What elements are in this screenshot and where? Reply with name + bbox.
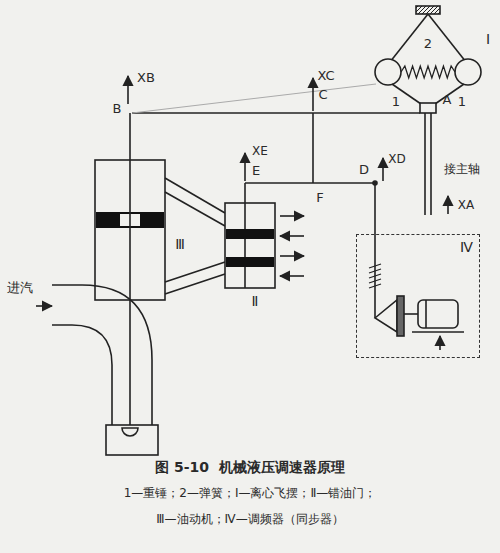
oil-pipe [165, 262, 225, 282]
thread-stroke [369, 274, 381, 278]
point-label: D [359, 163, 369, 177]
screw-thread [369, 264, 381, 288]
motor [418, 300, 458, 328]
displacement-symbol: XA [458, 199, 474, 212]
oil-pipe [165, 192, 225, 226]
displacement-symbol: XC [317, 69, 334, 83]
oil-pipe [165, 178, 225, 213]
motor-shaft [404, 313, 418, 315]
part-number: Ⅲ [175, 237, 185, 252]
weight-ball [375, 59, 401, 85]
steam-pipe [52, 285, 152, 425]
part-number: Ⅰ [486, 32, 490, 47]
motion-arrow [447, 196, 449, 214]
note-text: 接主轴 [444, 163, 480, 176]
lever [245, 182, 375, 184]
steam-valve-body [106, 425, 158, 455]
thread-stroke [369, 269, 381, 273]
motor-line [425, 300, 427, 328]
valve-disc [122, 428, 138, 436]
spool-land [226, 257, 274, 267]
point-label: E [252, 164, 260, 178]
displacement-symbol: XD [388, 153, 405, 166]
legend-line: Ⅲ—油动机；Ⅳ—调频器（同步器） [156, 513, 343, 526]
pivot-support [416, 6, 440, 14]
motion-arrow [244, 153, 246, 181]
gear-disk [397, 296, 404, 336]
point-label: C [318, 88, 327, 102]
steam-arrow [36, 305, 52, 307]
part-number: Ⅱ [252, 294, 259, 309]
point-label: A [443, 93, 452, 107]
weight-ball [455, 59, 481, 85]
bevel-gear [375, 300, 397, 332]
oil-pipe [165, 274, 225, 294]
input-arrow [439, 336, 441, 350]
sleeve [420, 103, 436, 113]
motion-arrow [382, 158, 384, 181]
pilot-valve-body [225, 203, 275, 288]
spring [401, 66, 455, 78]
part-number: Ⅳ [460, 239, 473, 255]
oil-arrow [280, 275, 304, 277]
displacement-symbol: XB [137, 71, 155, 85]
screw-rod [374, 183, 376, 318]
legend-line: 1—重锤；2—弹簧；Ⅰ—离心飞摆；Ⅱ—错油门； [124, 487, 377, 500]
motion-arrow [127, 76, 129, 104]
callout-number: 1 [458, 95, 466, 109]
spring-coil [401, 66, 455, 78]
thread-stroke [369, 264, 381, 268]
oil-arrow [280, 235, 304, 237]
callout-number: 2 [424, 37, 432, 51]
spool-land [226, 229, 274, 239]
point-label: B [113, 102, 122, 116]
link-rod [312, 113, 314, 183]
oil-arrow [280, 215, 304, 217]
main-shaft [430, 113, 432, 215]
upper-arm [428, 14, 466, 62]
frequency-adjuster-box: Ⅳ [356, 234, 480, 358]
callout-number: 1 [392, 95, 400, 109]
figure-caption: 图 5-10 机械液压调速器原理 [155, 460, 345, 475]
upper-arm [390, 14, 428, 62]
motion-arrow [312, 78, 314, 111]
lever [132, 112, 420, 114]
oil-arrow [280, 255, 304, 257]
point-label: F [316, 191, 323, 205]
note-text: 进汽 [7, 281, 33, 295]
shading-line [132, 84, 376, 113]
displacement-symbol: XE [252, 145, 268, 158]
thread-stroke [369, 284, 381, 288]
main-shaft [424, 113, 426, 215]
steam-pipe [52, 325, 112, 425]
piston-rod [129, 113, 131, 428]
thread-stroke [369, 279, 381, 283]
motor-base [412, 331, 464, 333]
